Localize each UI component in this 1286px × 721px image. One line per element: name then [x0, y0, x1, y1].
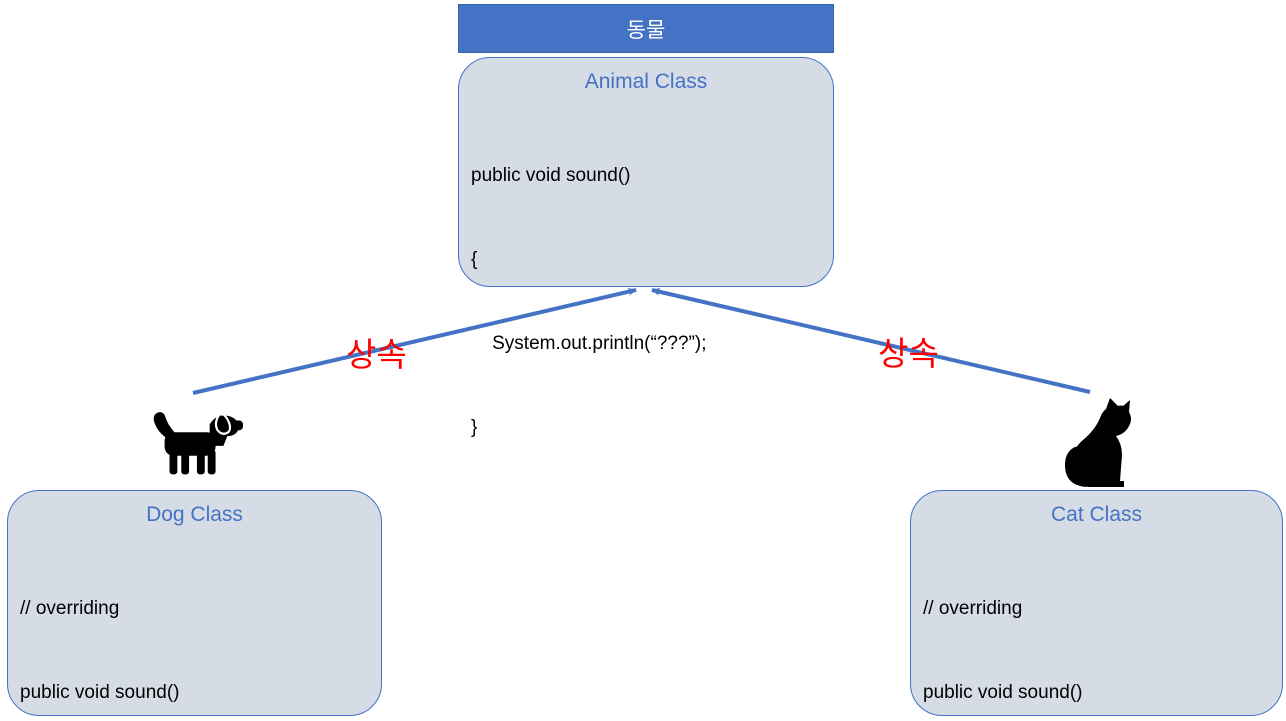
- code-line: System.out.println(“???”);: [471, 333, 707, 354]
- cat-class-box: Cat Class // overriding public void soun…: [910, 490, 1283, 716]
- code-line: }: [471, 417, 478, 438]
- parent-class-header-label: 동물: [626, 18, 666, 42]
- inheritance-label-right: 상속: [878, 335, 939, 372]
- dog-class-box: Dog Class // overriding public void soun…: [7, 490, 382, 716]
- dog-icon: [153, 412, 243, 475]
- parent-class-header: 동물: [458, 4, 834, 53]
- code-line: {: [471, 249, 478, 270]
- cat-class-title: Cat Class: [1050, 503, 1143, 526]
- dog-class-title: Dog Class: [146, 503, 243, 526]
- code-line: // overriding: [20, 598, 120, 619]
- inheritance-label-left: 상속: [346, 336, 407, 373]
- code-line: public void sound(): [20, 682, 180, 703]
- code-line: public void sound(): [471, 165, 631, 186]
- animal-class-title: Animal Class: [584, 70, 708, 93]
- cat-class-code: // overriding public void sound() { Syst…: [923, 539, 1270, 721]
- cat-icon: [1064, 398, 1131, 487]
- dog-class-code: // overriding public void sound() { Syst…: [20, 539, 369, 721]
- animal-class-box: Animal Class public void sound() { Syste…: [458, 57, 834, 438]
- animal-class-code: public void sound() { System.out.println…: [471, 106, 821, 498]
- code-line: // overriding: [923, 598, 1023, 619]
- code-line: public void sound(): [923, 682, 1083, 703]
